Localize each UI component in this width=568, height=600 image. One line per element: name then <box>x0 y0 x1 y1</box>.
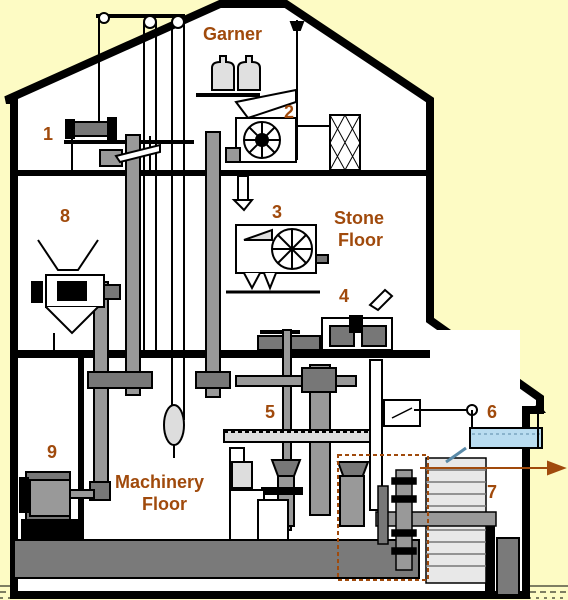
callout-7: 7 <box>487 482 497 502</box>
grain-cleaner <box>225 88 361 212</box>
annex-interior <box>420 330 520 445</box>
belt-hoist <box>125 134 141 396</box>
flour-dresser <box>226 224 329 294</box>
garner-shelf <box>196 93 260 97</box>
bolter <box>31 239 121 350</box>
shaft-pulleys <box>87 367 337 501</box>
sack-hoist <box>65 117 161 170</box>
drive-belts <box>93 131 331 516</box>
pulley-3 <box>171 15 185 29</box>
callout-9: 9 <box>47 442 57 462</box>
callout-4: 4 <box>339 286 349 306</box>
pulley-1 <box>98 12 110 24</box>
callout-6: 6 <box>487 402 497 422</box>
floors <box>13 93 520 596</box>
grain-jars <box>211 55 261 91</box>
callout-8: 8 <box>60 206 70 226</box>
inner-wall-left <box>14 358 18 540</box>
label-stone-floor-1: Stone <box>334 208 384 228</box>
sack-weight <box>163 404 185 458</box>
garner-floor <box>14 170 430 176</box>
callout-1: 1 <box>43 124 53 144</box>
millrace <box>383 399 546 464</box>
lower-bins <box>229 489 289 541</box>
label-machinery-floor-2: Floor <box>142 494 187 514</box>
pulley-2 <box>143 15 157 29</box>
machinery-base <box>13 539 420 579</box>
auxiliary-engine <box>19 471 95 541</box>
tailrace-block <box>496 537 520 596</box>
label-machinery-floor-1: Machinery <box>115 472 204 492</box>
belt-left <box>93 281 109 499</box>
callout-2: 2 <box>284 102 294 122</box>
stone-floor-slab <box>14 350 430 358</box>
callout-3: 3 <box>272 202 282 222</box>
belt-main <box>205 131 221 398</box>
label-garner: Garner <box>203 24 262 44</box>
label-stone-floor-2: Floor <box>338 230 383 250</box>
outflow-arrow <box>420 460 567 476</box>
inner-pillar <box>78 358 84 540</box>
wheel-pit-wall <box>485 513 495 595</box>
water-wheel <box>337 454 497 584</box>
callout-5: 5 <box>265 402 275 422</box>
